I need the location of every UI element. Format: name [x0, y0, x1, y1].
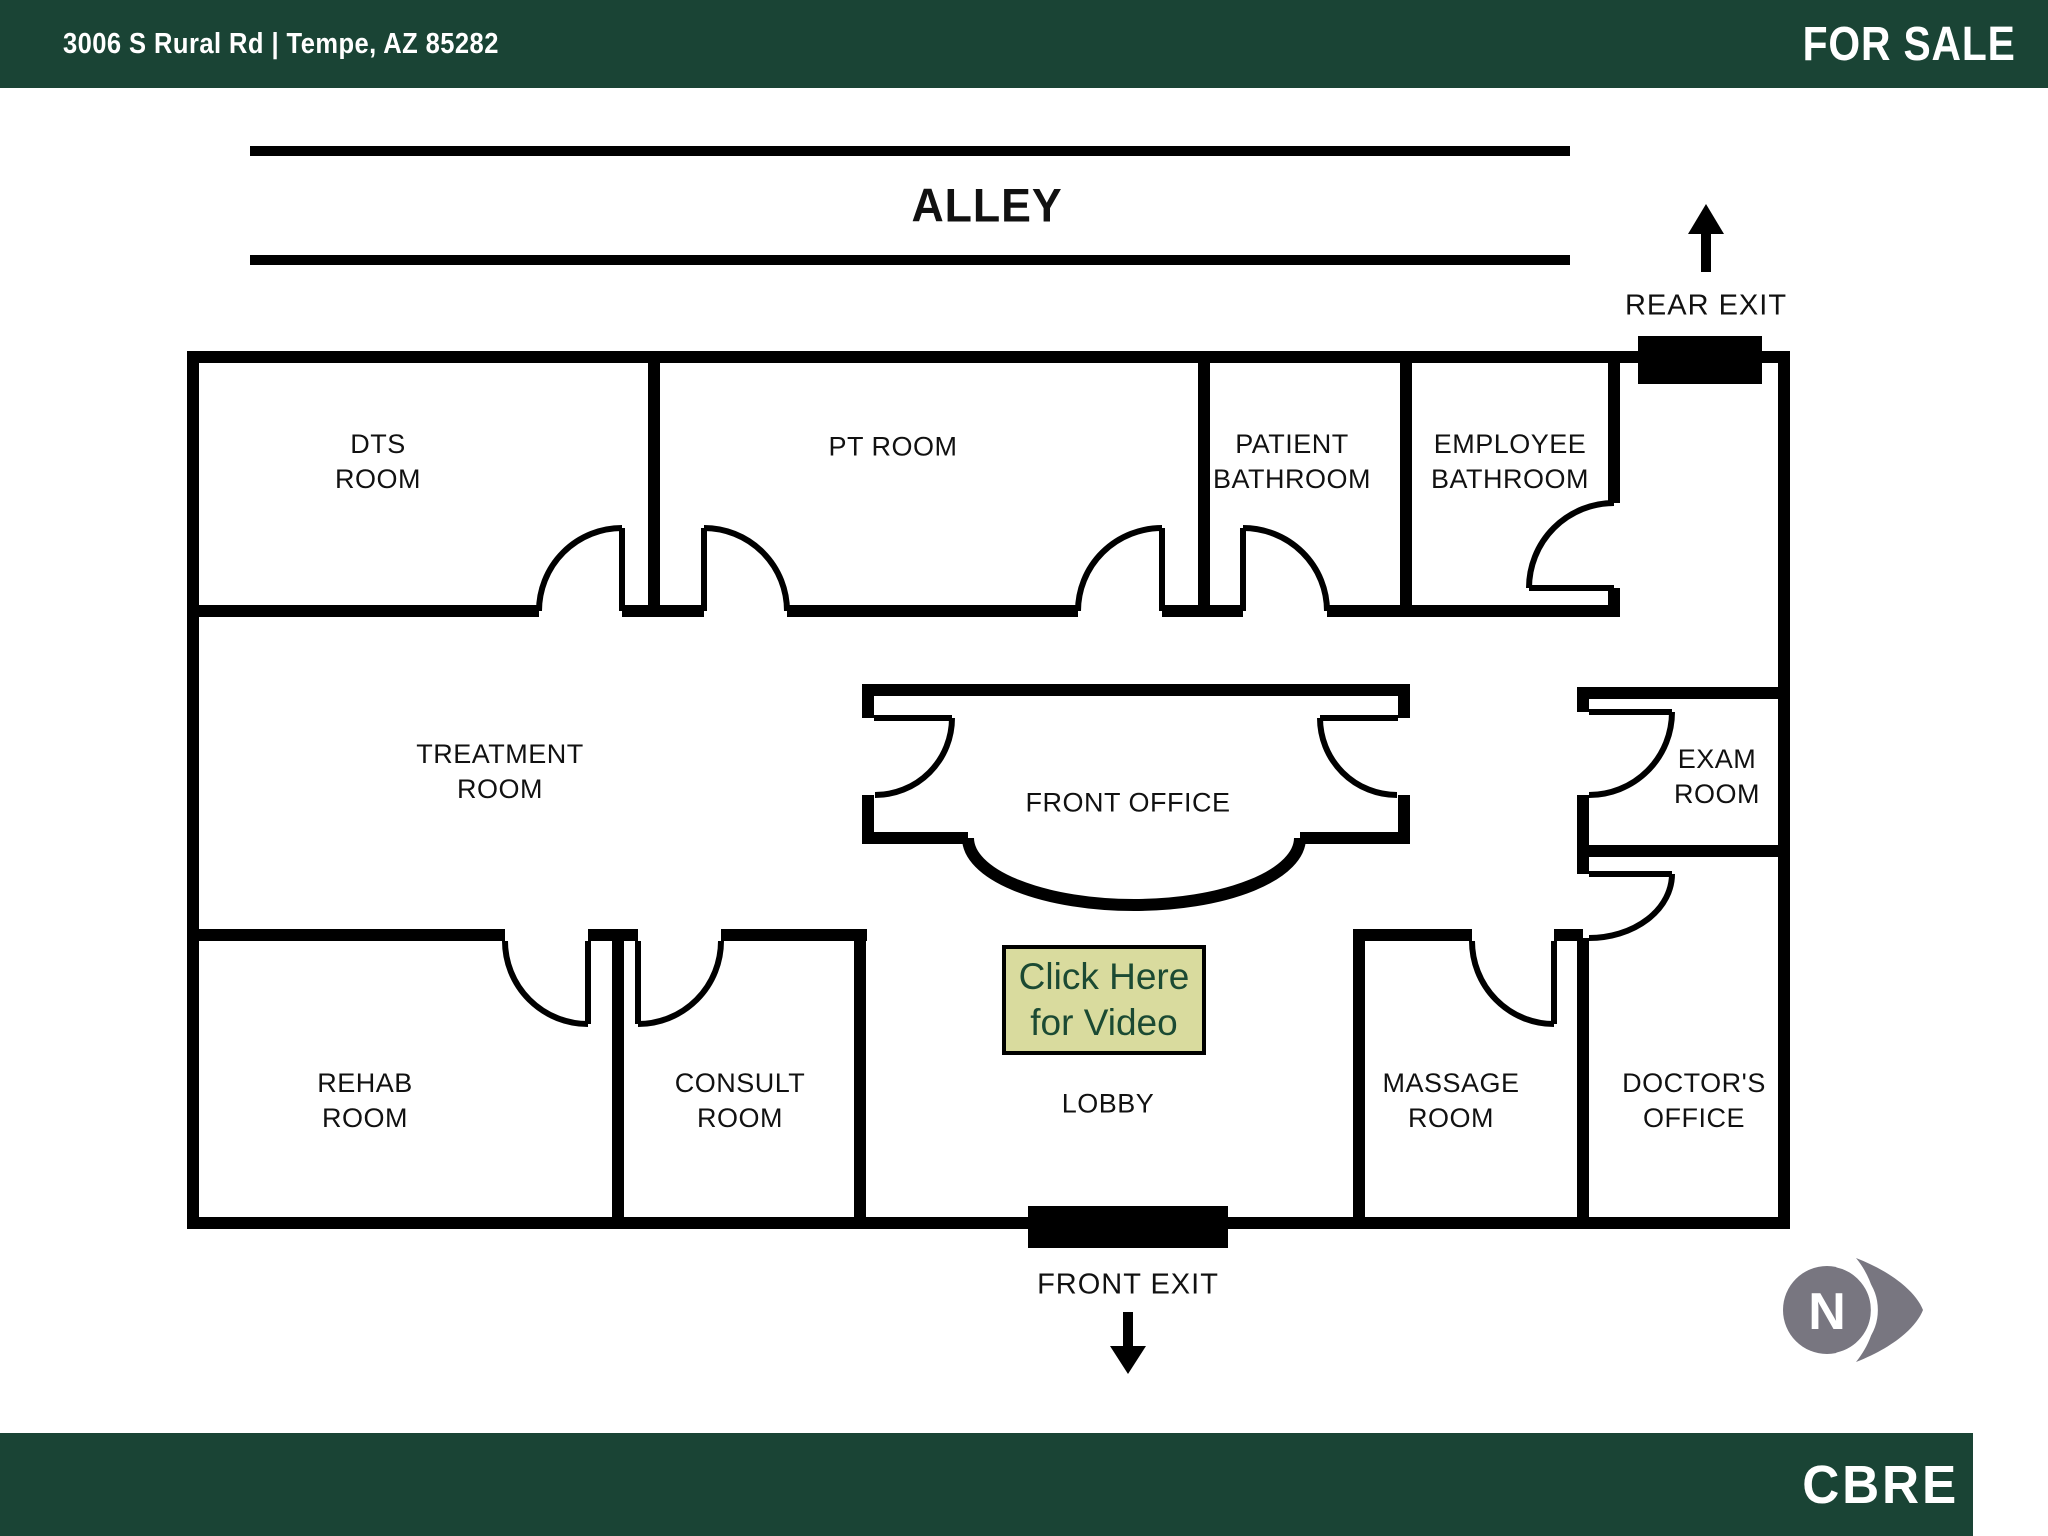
doors — [502, 500, 1675, 1027]
room-label-consult: CONSULT ROOM — [674, 1068, 806, 1133]
front-exit-arrow-icon — [1110, 1312, 1146, 1374]
room-label-doctors-office: DOCTOR'S OFFICE — [1622, 1068, 1766, 1133]
north-compass-icon: N — [1783, 1258, 1923, 1362]
for-sale-badge: FOR SALE — [1802, 17, 2016, 71]
header-bar: 3006 S Rural Rd | Tempe, AZ 85282 FOR SA… — [0, 0, 2048, 88]
room-label-exam: EXAM ROOM — [1674, 744, 1760, 809]
video-cta-button[interactable]: Click Here for Video — [1002, 945, 1206, 1055]
rear-exit-label: REAR EXIT — [1624, 289, 1788, 322]
front-exit-door — [1028, 1206, 1228, 1248]
north-letter: N — [1808, 1283, 1846, 1341]
rear-exit-door — [1638, 336, 1762, 384]
front-exit-label: FRONT EXIT — [1037, 1268, 1219, 1301]
room-label-pt: PT ROOM — [828, 431, 958, 462]
footer-bar: CBRE — [0, 1433, 1973, 1536]
rear-exit-arrow-icon — [1688, 204, 1724, 272]
room-label-front-office: FRONT OFFICE — [1025, 787, 1231, 818]
cbre-logo: CBRE — [1802, 1454, 1959, 1515]
alley-label: ALLEY — [911, 178, 1063, 232]
room-label-employee-bathroom: EMPLOYEE BATHROOM — [1431, 429, 1589, 494]
room-label-treatment: TREATMENT ROOM — [416, 739, 584, 804]
room-label-massage: MASSAGE ROOM — [1382, 1068, 1520, 1133]
room-label-rehab: REHAB ROOM — [317, 1068, 413, 1133]
room-label-patient-bathroom: PATIENT BATHROOM — [1213, 429, 1371, 494]
interior-walls — [193, 357, 1784, 1223]
alley-lines — [250, 146, 1570, 265]
room-label-lobby: LOBBY — [1061, 1088, 1155, 1119]
room-label-dts: DTS ROOM — [335, 429, 421, 494]
property-address: 3006 S Rural Rd | Tempe, AZ 85282 — [63, 27, 499, 60]
